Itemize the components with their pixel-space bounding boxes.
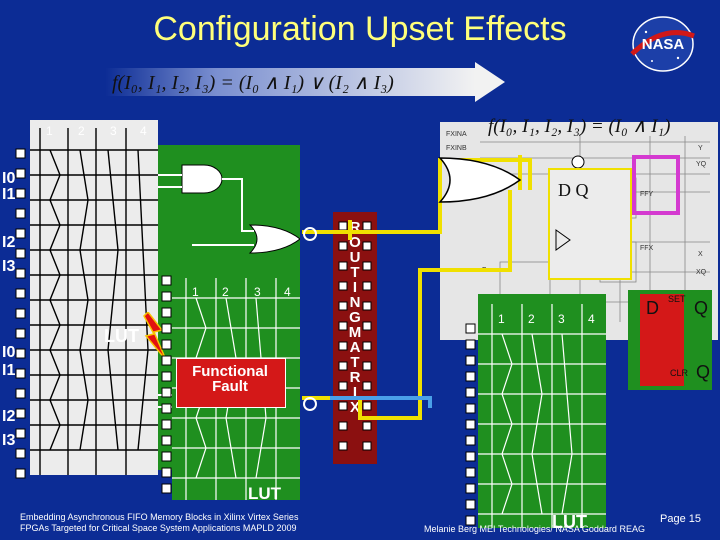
routing-char: U	[349, 249, 361, 266]
lut-right-input-4: 4	[588, 312, 595, 326]
lut-left-input-2: 2	[78, 124, 85, 138]
signal-i0-top: I0	[2, 170, 16, 187]
dff-lower-set: SET	[668, 294, 686, 304]
lut-left-input-1: 1	[46, 124, 53, 138]
routing-char: R	[349, 219, 361, 236]
footer-left: Embedding Asynchronous FIFO Memory Block…	[20, 512, 350, 534]
routing-char: O	[349, 234, 361, 251]
signal-i1-top: I1	[2, 186, 16, 203]
dff-upper	[548, 168, 632, 280]
dff-lower-red	[640, 294, 684, 386]
routing-char: M	[348, 324, 362, 341]
lut-right-label: LUT	[552, 512, 587, 532]
lut-left-label: LUT	[104, 326, 139, 346]
lut-right-input-3: 3	[558, 312, 565, 326]
lut-left-input-4: 4	[140, 124, 147, 138]
schematic-label-fxina: FXINA	[446, 131, 467, 138]
routing-char: X	[349, 399, 360, 416]
signal-i3-bottom: I3	[2, 432, 16, 449]
routing-char: N	[349, 294, 361, 311]
lut-left	[30, 120, 158, 475]
ff-magenta-box	[632, 155, 680, 215]
schematic-label-ffy: FFY	[640, 191, 654, 198]
nasa-logo-text: NASA	[642, 36, 685, 53]
routing-char: I	[352, 279, 358, 296]
wire-overlay	[290, 150, 590, 440]
slide-title: Configuration Upset Effects	[153, 10, 567, 48]
lut-middle-input-3: 3	[254, 285, 261, 299]
lut-middle-input-4: 4	[284, 285, 291, 299]
lut-middle-input-2: 2	[222, 285, 229, 299]
lut-middle-input-1: 1	[192, 285, 199, 299]
pin-column-middle	[160, 272, 174, 500]
schematic-label-ffx: FFX	[640, 245, 654, 252]
lut-right	[478, 294, 606, 528]
formula-upset: f(I₀, I₁, I₂, I₃) = (I₀ ∧ I₁)	[488, 116, 671, 137]
lut-left-input-3: 3	[110, 124, 117, 138]
pin-column-left	[14, 145, 28, 485]
schematic-label-xq: XQ	[696, 269, 707, 276]
routing-char: G	[349, 309, 361, 326]
signal-i0-bottom: I0	[2, 344, 16, 361]
signal-i2-bottom: I2	[2, 408, 16, 425]
functional-fault-label: Functional Fault	[192, 363, 268, 395]
footer-right: Melanie Berg MEI Technologies/ NASA Godd…	[424, 524, 645, 534]
schematic-label-y: Y	[698, 145, 703, 152]
lut-right-input-2: 2	[528, 312, 535, 326]
routing-char: T	[350, 354, 360, 371]
routing-matrix-letters: R O U T I N G M A T R I X	[333, 220, 377, 415]
routing-matrix: R O U T I N G M A T R I X	[333, 212, 377, 464]
dff-lower-q-bar: Q	[696, 362, 711, 382]
dff-upper-label: D Q	[558, 180, 589, 200]
schematic-label-fxinb: FXINB	[446, 145, 467, 152]
formula-original: f(I₀, I₁, I₂, I₃) = (I₀ ∧ I₁) ∨ (I₂ ∧ I₃…	[112, 72, 394, 94]
formula-arrow	[105, 62, 505, 102]
signal-i3-top: I3	[2, 258, 16, 275]
routing-char: T	[350, 264, 360, 281]
schematic-label-yq: YQ	[696, 161, 707, 168]
nasa-logo: NASA	[628, 14, 698, 74]
dff-lower-clr: CLR	[670, 368, 689, 378]
schematic-label-x: X	[698, 251, 703, 258]
dff-lower-q: Q	[694, 298, 709, 318]
lut-right-input-1: 1	[498, 312, 505, 326]
lightning-icon	[142, 310, 168, 362]
signal-i1-bottom: I1	[2, 362, 16, 379]
lut-middle-label: LUT	[248, 484, 282, 503]
dff-lower-d: D	[646, 298, 659, 318]
routing-char: A	[349, 339, 361, 356]
routing-char: I	[352, 384, 358, 401]
signal-i2-top: I2	[2, 234, 16, 251]
routing-char: R	[349, 369, 361, 386]
footer-left-line2: FPGAs Targeted for Critical Space System…	[20, 523, 297, 533]
page-number: Page 15	[660, 513, 701, 525]
footer-left-line1: Embedding Asynchronous FIFO Memory Block…	[20, 512, 299, 522]
pin-column-right	[464, 320, 478, 530]
functional-fault-box	[176, 358, 286, 408]
